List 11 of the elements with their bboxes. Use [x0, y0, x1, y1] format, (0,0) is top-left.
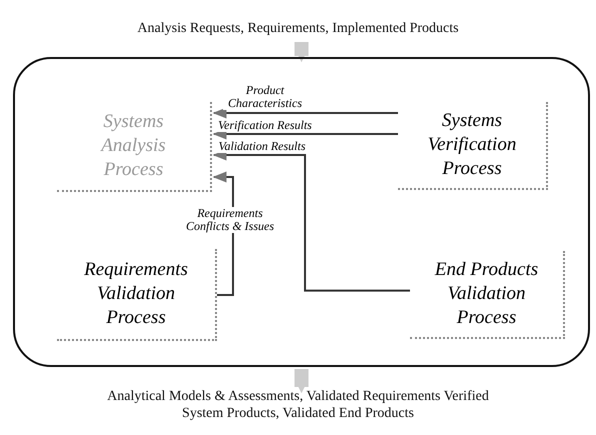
flow-text: Analysis Requests, Requirements, Implemented Products — [137, 21, 459, 36]
edge-label: Validation Results — [216, 140, 308, 153]
arrow — [212, 107, 398, 119]
edge-label: Verification Results — [216, 119, 314, 132]
process-box: End Products Validation Process — [410, 251, 565, 339]
process-box: Requirements Validation Process — [57, 249, 217, 341]
block-arrow — [294, 42, 308, 62]
process-box: Systems Analysis Process — [57, 102, 212, 192]
flow-text: Analytical Models & Assessments, Validated Requirements Verified System Products, Validated End Products — [107, 389, 489, 421]
block-arrow — [294, 369, 308, 394]
process-box: Systems Verification Process — [398, 102, 548, 190]
